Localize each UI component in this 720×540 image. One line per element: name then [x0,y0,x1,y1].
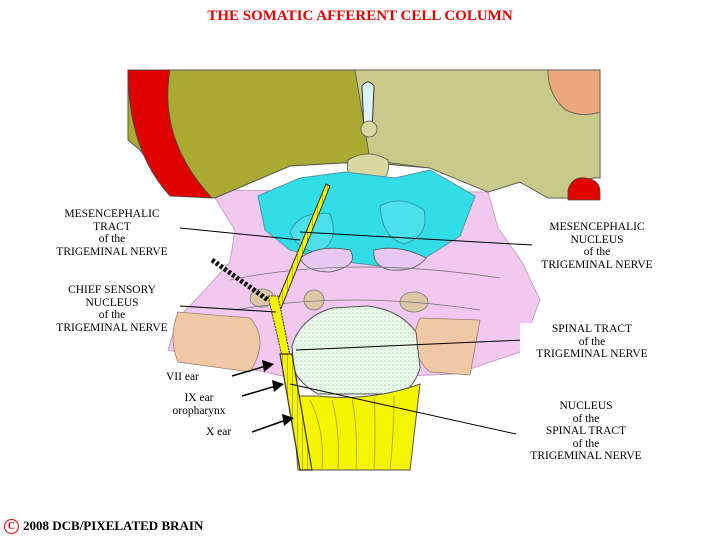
red-stripe [127,69,213,199]
pons-arc [229,266,501,281]
tan-region-right [414,317,481,376]
leader-nucleus-spinal [289,383,517,435]
cyan-lower-lobes [299,247,427,273]
leader-chief-sensory [179,305,277,313]
label-x-ear: X ear [206,426,232,438]
leader-mes-nucleus [299,231,533,246]
arrow-x [251,414,294,433]
arrow-vii [231,360,274,377]
arrow-ix [241,380,284,397]
diagram-title: THE SOMATIC AFFERENT CELL COLUMN [207,8,513,24]
leader-mes-tract [179,227,301,241]
label-nucleus-spinal-tract: NUCLEUS of the SPINAL TRACT of the TRIGE… [530,400,642,462]
chief-sensory-column [267,295,291,357]
copyright-text: 2008 DCB/PIXELATED BRAIN [23,518,204,533]
trigeminal-root-line [210,257,270,303]
copyright: C 2008 DCB/PIXELATED BRAIN [4,518,203,534]
label-mesencephalic-tract: MESENCEPHALIC TRACT of the TRIGEMINAL NE… [56,208,168,258]
tan-region-left [172,311,261,373]
salmon-region-top-right [547,69,601,115]
copyright-symbol: C [4,519,19,534]
red-bump [567,177,601,201]
pons-oval-2 [303,289,325,311]
label-vii-ear: VII ear [166,371,199,383]
pons-arc-2 [234,299,481,311]
leader-spinal-tract [295,339,525,351]
midline-circle [360,120,378,138]
spinal-nucleus-region [291,305,421,395]
label-mesencephalic-nucleus: MESENCEPHALIC NUCLEUS of the TRIGEMINAL … [541,221,653,271]
label-ix-ear-oropharynx: IX ear oropharynx [172,392,226,417]
medulla-striations [309,395,395,471]
label-spinal-tract: SPINAL TRACT of the TRIGEMINAL NERVE [520,323,664,361]
label-chief-sensory-nucleus: CHIEF SENSORY NUCLEUS of the TRIGEMINAL … [56,284,168,334]
spinal-tract-column [279,353,313,471]
